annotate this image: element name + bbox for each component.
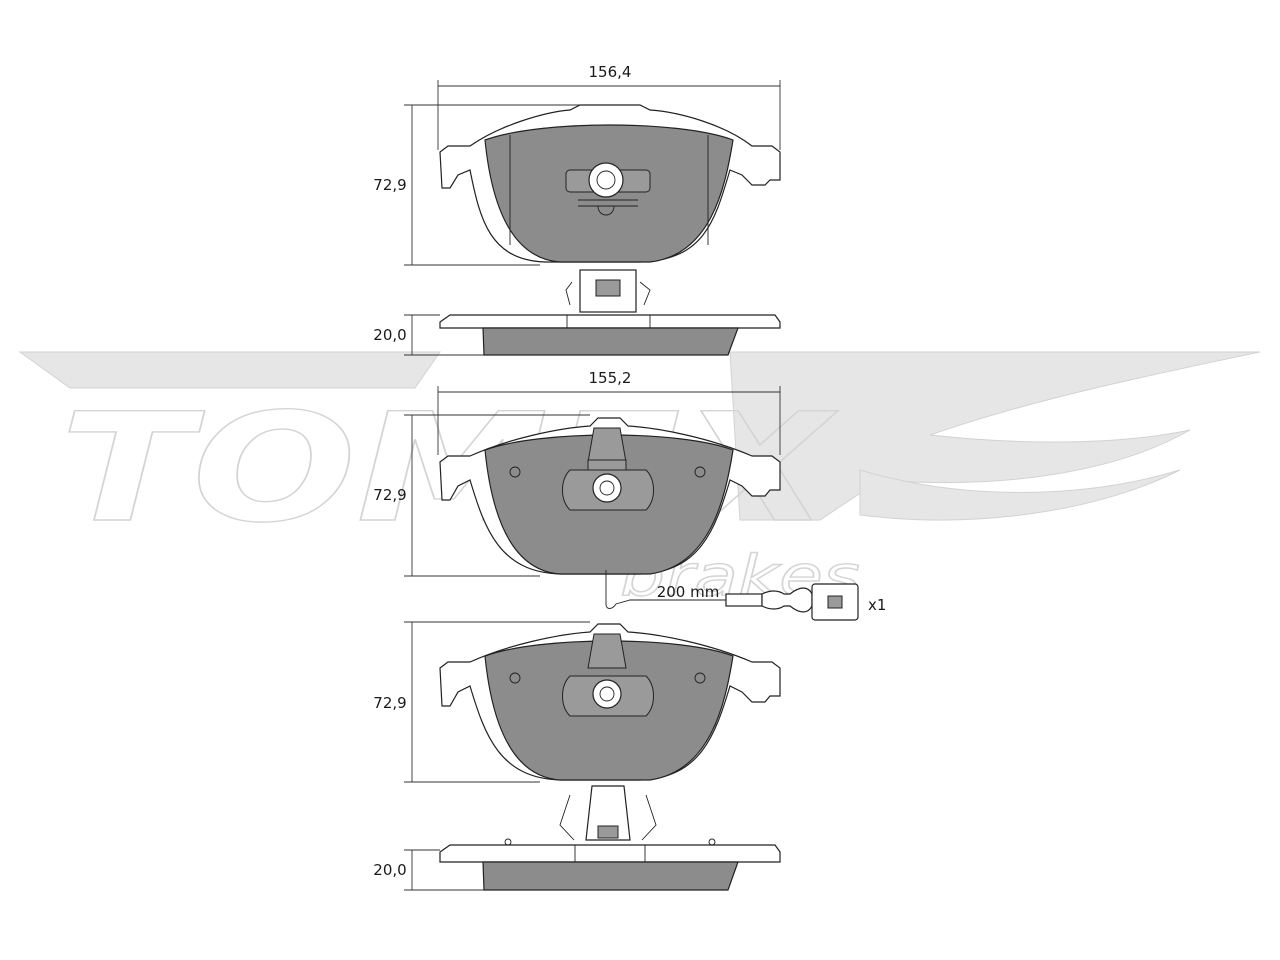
pad-top-thickness-dimension: 20,0 — [373, 314, 484, 356]
pad-bottom-thickness-dimension: 20,0 — [373, 849, 484, 891]
pad-middle: 155,2 72,9 200 mm x1 — [373, 369, 886, 621]
wear-sensor: 200 mm x1 — [605, 570, 886, 621]
pad-middle-height-label: 72,9 — [373, 486, 406, 504]
pad-middle-height-dimension: 72,9 — [373, 414, 590, 577]
pad-bottom-thickness-label: 20,0 — [373, 861, 406, 879]
pad-top: 156,4 72,9 — [373, 63, 781, 356]
wear-sensor-quantity-label: x1 — [868, 596, 886, 614]
pad-top-center-clip — [565, 162, 651, 216]
pad-bottom: 72,9 20,0 — [373, 621, 781, 891]
pad-top-width-dimension: 156,4 — [437, 63, 781, 150]
pad-bottom-height-label: 72,9 — [373, 694, 406, 712]
pad-top-thickness-label: 20,0 — [373, 326, 406, 344]
pad-middle-width-dimension: 155,2 — [437, 369, 781, 455]
wear-sensor-length-label: 200 mm — [657, 583, 720, 601]
pad-middle-center-clip — [509, 427, 706, 511]
pad-middle-width-label: 155,2 — [589, 369, 632, 387]
pad-bottom-height-dimension: 72,9 — [373, 621, 590, 783]
pad-top-edge-view — [439, 269, 781, 356]
pad-bottom-edge-view — [439, 785, 781, 891]
pad-top-width-label: 156,4 — [589, 63, 632, 81]
pad-bottom-center-clip — [509, 633, 706, 717]
watermark-swoosh — [18, 351, 1261, 521]
pad-top-height-label: 72,9 — [373, 176, 406, 194]
